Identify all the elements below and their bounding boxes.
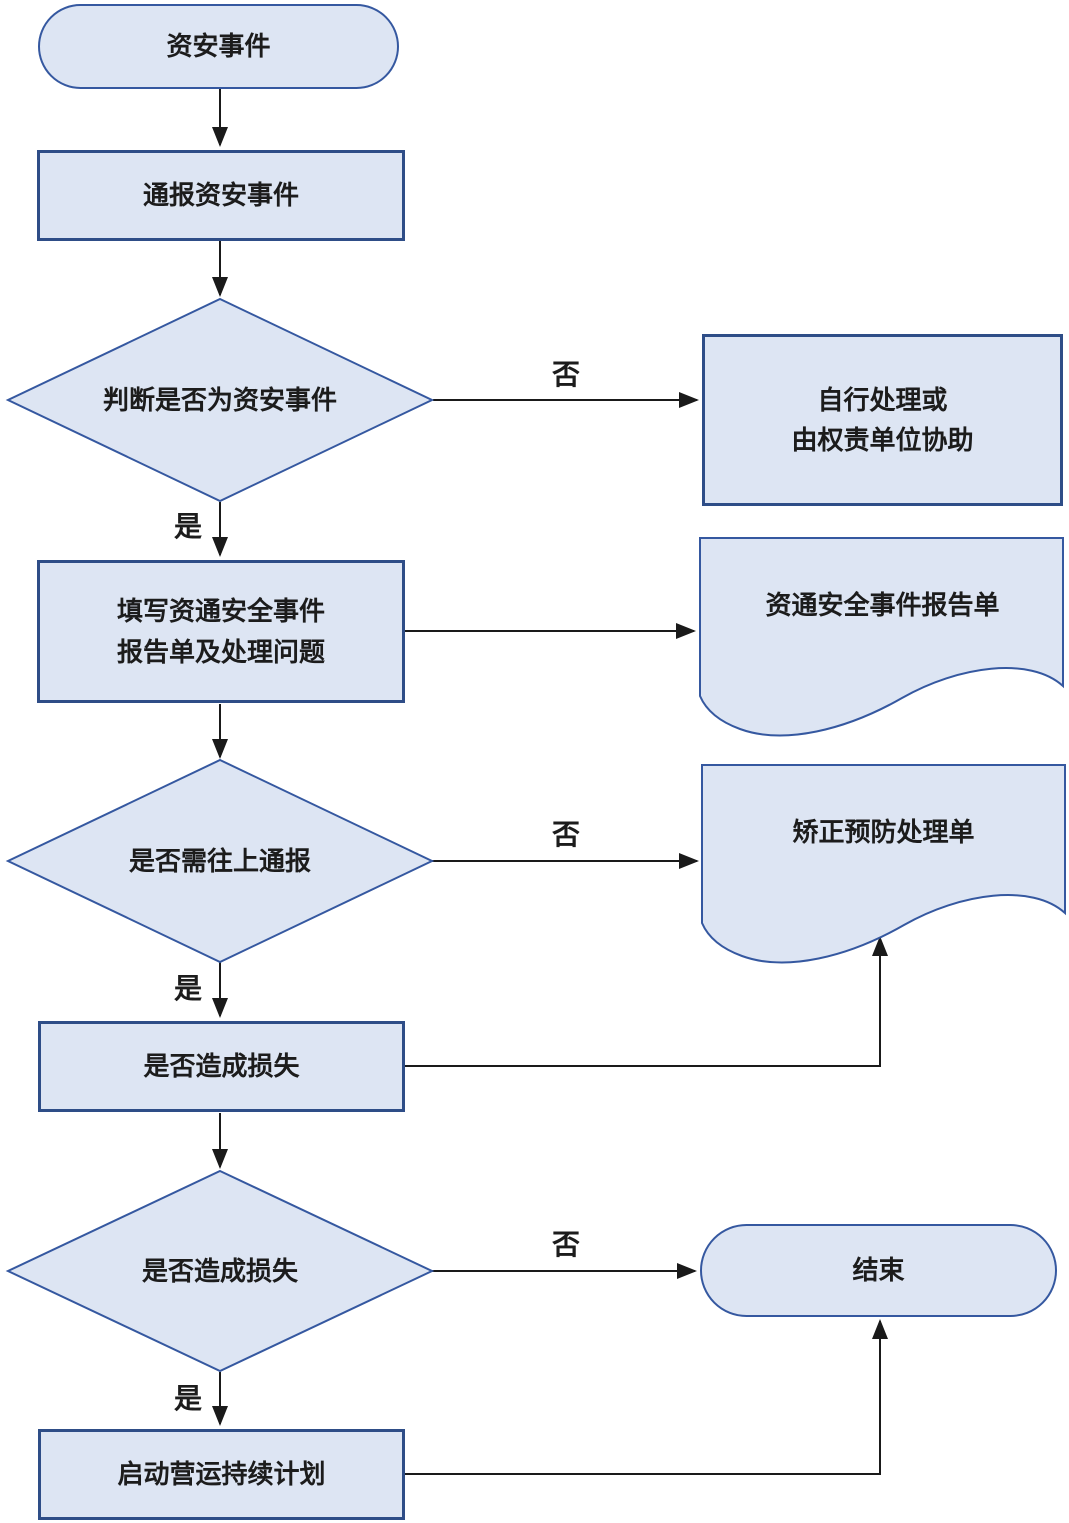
decision-report-up-shape <box>5 758 435 964</box>
document-corrective-doc-shape <box>701 764 1066 964</box>
edge-label-no-loss: 否 <box>551 1229 581 1260</box>
node-notify: 通报资安事件 <box>37 150 405 241</box>
node-self-handle-label: 自行处理或 由权责单位协助 <box>791 384 974 455</box>
node-start-label: 资安事件 <box>166 31 271 62</box>
document-report-doc-shape <box>699 537 1064 737</box>
node-end: 结束 <box>700 1224 1057 1317</box>
node-loss-check: 是否造成损失 <box>38 1021 405 1112</box>
node-bcp: 启动营运持续计划 <box>38 1429 405 1520</box>
node-end-label: 结束 <box>852 1255 905 1286</box>
connectors <box>212 89 888 1475</box>
decision-judge-incident-shape <box>5 297 435 503</box>
node-notify-label: 通报资安事件 <box>142 180 299 211</box>
edge-label-yes-report-up: 是 <box>173 973 203 1004</box>
node-self-handle: 自行处理或 由权责单位协助 <box>702 334 1063 506</box>
decision-loss-shape <box>5 1169 435 1373</box>
edge-bcp-to-end <box>405 1319 888 1475</box>
node-start: 资安事件 <box>38 4 399 89</box>
node-fill-report-label: 填写资通安全事件 报告单及处理问题 <box>116 596 325 667</box>
edge-label-yes-judge: 是 <box>173 511 203 542</box>
edge-label-no-judge: 否 <box>551 359 581 390</box>
edge-loss-check-to-corrective-doc <box>405 936 888 1067</box>
edge-label-yes-loss: 是 <box>173 1383 203 1414</box>
edge-label-no-report-up: 否 <box>551 819 581 850</box>
node-fill-report: 填写资通安全事件 报告单及处理问题 <box>37 560 405 703</box>
node-loss-check-label: 是否造成损失 <box>143 1051 300 1082</box>
node-bcp-label: 启动营运持续计划 <box>117 1459 326 1490</box>
